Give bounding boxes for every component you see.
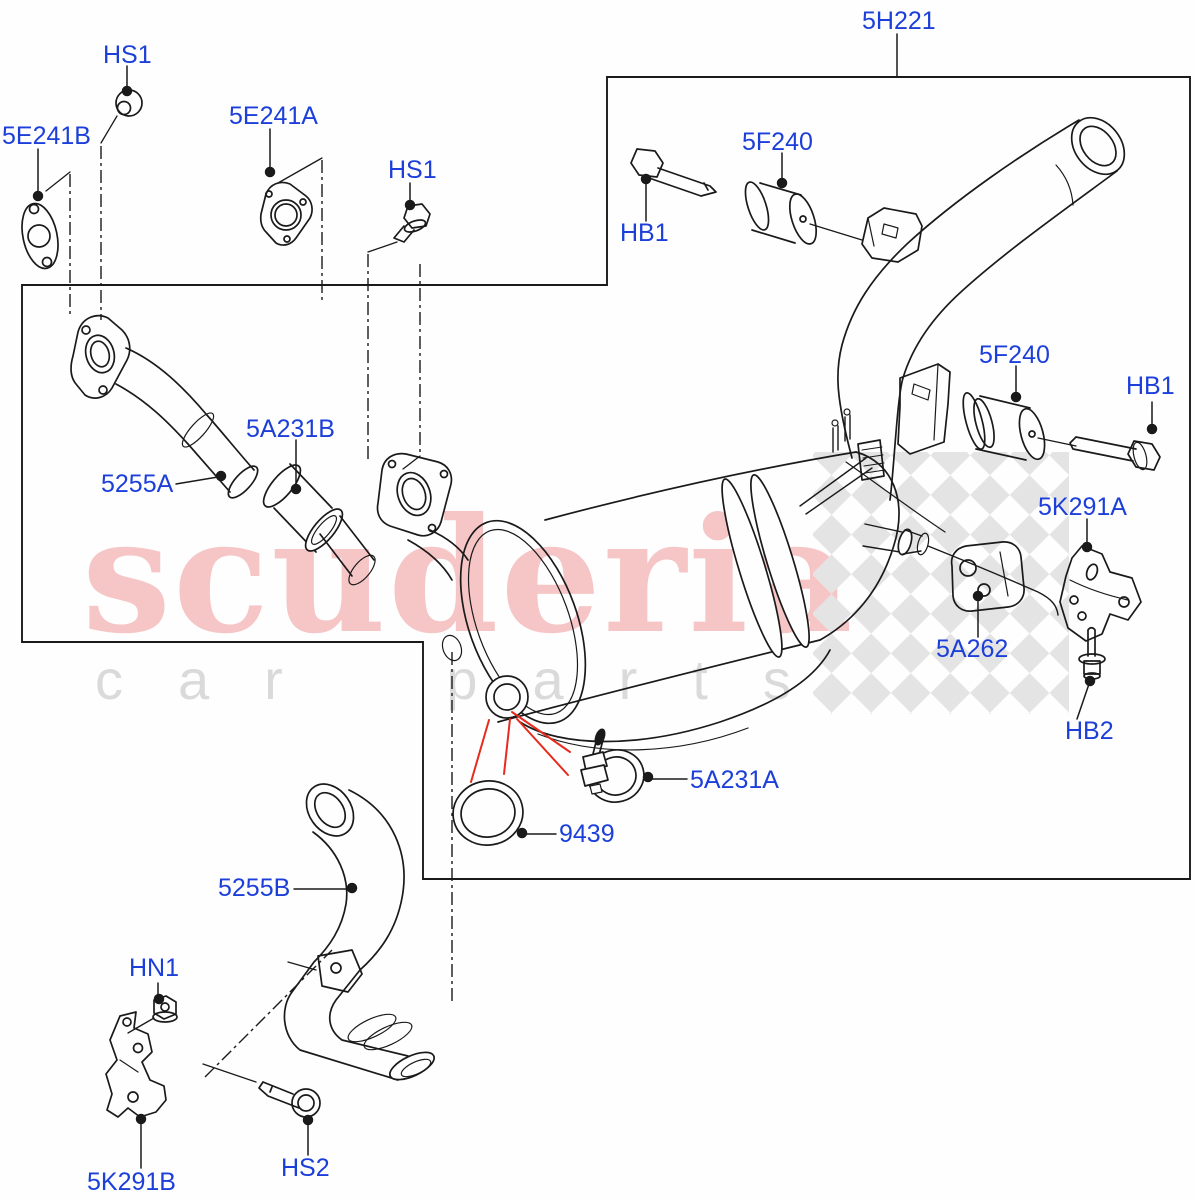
part-label-hn1[interactable]: HN1 (129, 954, 180, 982)
5f240-left-isolator-drawing (630, 148, 923, 263)
watermark-checker-band (813, 452, 1069, 714)
part-label-5k291a[interactable]: 5K291A (1038, 493, 1127, 521)
part-label-hs2[interactable]: HS2 (281, 1154, 330, 1182)
5k291a-bracket-drawing (1059, 545, 1142, 642)
5h221-pipe-drawing (837, 116, 1126, 501)
part-label-hb1-left[interactable]: HB1 (620, 219, 669, 247)
alignment-dash-lines (69, 146, 453, 1078)
5f240-right-isolator-drawing (897, 363, 1161, 471)
part-label-5k291b[interactable]: 5K291B (87, 1168, 176, 1196)
hb2-stud-drawing (1078, 626, 1106, 680)
hn1-nut-drawing (127, 995, 178, 1034)
part-label-5a231a[interactable]: 5A231A (690, 766, 779, 794)
catalyst-assembly-drawing (376, 408, 1059, 751)
5255a-front-pipe-drawing (70, 314, 259, 499)
5e241b-gasket-drawing (21, 171, 71, 270)
part-label-5255b[interactable]: 5255B (218, 874, 291, 902)
5255b-pipe-drawing (283, 783, 436, 1081)
5e241a-gasket-drawing (259, 157, 323, 246)
part-label-5h221[interactable]: 5H221 (862, 7, 936, 35)
5a231a-clamp-drawing (580, 728, 645, 803)
leader-lines (32, 33, 1158, 1169)
part-label-5a231b[interactable]: 5A231B (246, 415, 335, 443)
watermark-brand-text: scuderia (82, 484, 855, 669)
part-label-5f240-left[interactable]: 5F240 (742, 128, 813, 156)
9439-gasket-drawing (452, 780, 524, 846)
part-label-hb1-right[interactable]: HB1 (1126, 372, 1175, 400)
part-label-hs1-top[interactable]: HS1 (103, 41, 152, 69)
hs1-mid-bolt-drawing (367, 203, 431, 253)
5a262-hanger-drawing (950, 541, 1025, 612)
part-label-5a262[interactable]: 5A262 (936, 635, 1009, 663)
watermark-subtitle-text: car parts (95, 648, 846, 711)
part-label-5f240-right[interactable]: 5F240 (979, 341, 1050, 369)
5a231b-sleeve-drawing (262, 463, 376, 586)
5k291b-bracket-drawing (105, 1011, 167, 1118)
assembly-boundary-box (21, 76, 1191, 880)
hs2-bolt-drawing (202, 1063, 321, 1118)
part-label-5e241b[interactable]: 5E241B (2, 122, 91, 150)
red-pointer-arrows (470, 711, 571, 783)
part-label-hb2[interactable]: HB2 (1065, 717, 1114, 745)
part-label-5e241a[interactable]: 5E241A (229, 102, 318, 130)
part-label-5255a[interactable]: 5255A (101, 470, 174, 498)
part-label-9439[interactable]: 9439 (559, 820, 615, 848)
hs1-top-bolt-drawing (100, 89, 143, 144)
part-label-hs1-mid[interactable]: HS1 (388, 156, 437, 184)
